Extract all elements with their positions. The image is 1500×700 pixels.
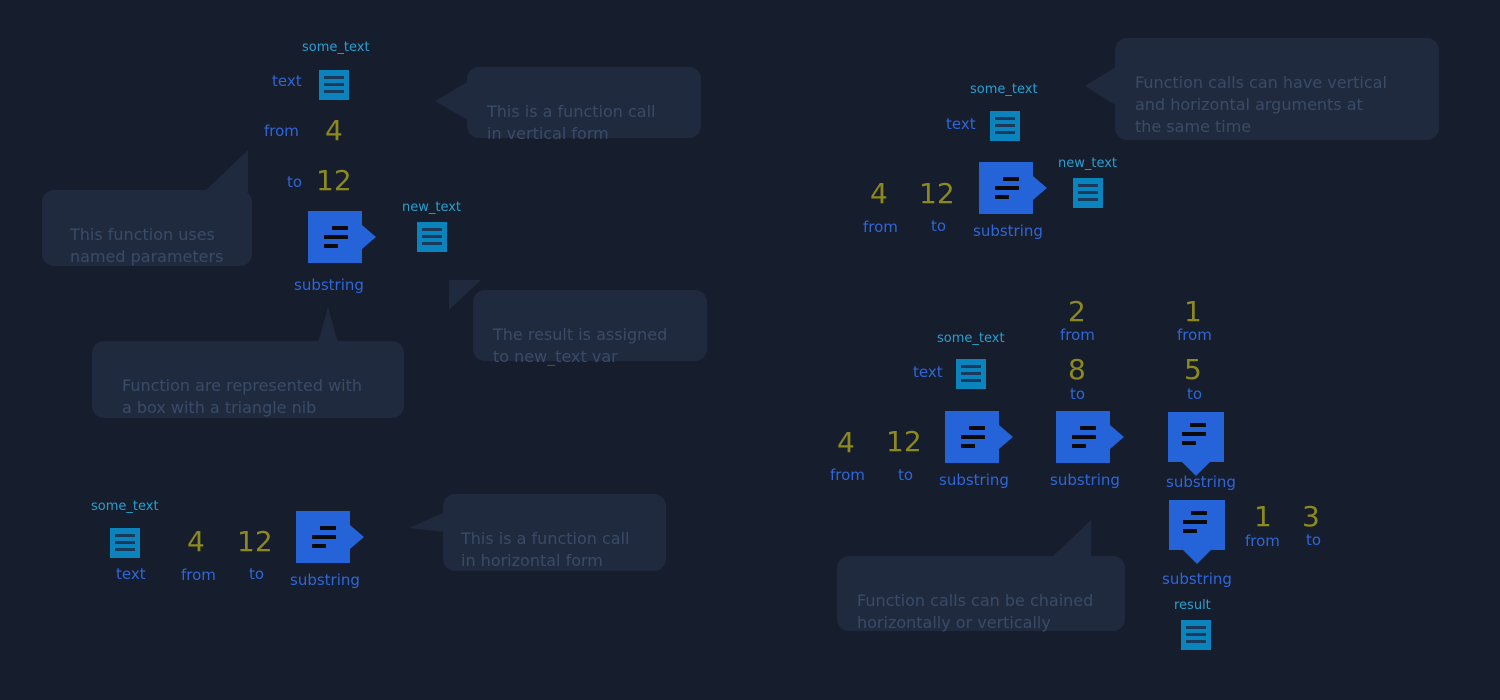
variable-label: some_text (91, 499, 159, 514)
param-label-text: text (272, 72, 302, 90)
variable-label: new_text (1058, 156, 1118, 171)
note-chained: Function calls can be chained horizontal… (837, 520, 1125, 632)
param-label-text: text (116, 565, 146, 583)
variable-label: some_text (302, 40, 370, 55)
variable-list-icon (1073, 178, 1103, 208)
param-label-from: from (181, 566, 216, 584)
number-value: 2 (1068, 295, 1086, 328)
param-label-to: to (1070, 385, 1086, 403)
function-box-nib-icon (1168, 412, 1224, 476)
note-mixed-args: Function calls can have vertical and hor… (1085, 38, 1439, 140)
function-label: substring (290, 571, 360, 589)
number-value: 1 (1184, 295, 1202, 328)
bubble-tail (435, 81, 469, 121)
number-value: 1 (1254, 500, 1272, 533)
function-box-nib-icon (1056, 411, 1124, 463)
function-label: substring (1050, 471, 1120, 489)
number-value: 12 (237, 525, 273, 558)
function-label: substring (294, 276, 364, 294)
variable-list-icon (417, 222, 447, 252)
note-text: Function are represented with a box with… (122, 376, 363, 417)
bubble-tail (318, 307, 338, 343)
param-label-to: to (898, 466, 914, 484)
param-label-from: from (1177, 326, 1212, 344)
note-result-assigned: The result is assigned to new_text var (449, 280, 707, 366)
function-label: substring (973, 222, 1043, 240)
param-label-to: to (1306, 531, 1322, 549)
number-value: 12 (886, 425, 922, 458)
param-label-to: to (287, 173, 303, 191)
note-text: This is a function call in horizontal fo… (461, 529, 630, 570)
function-box-nib-icon (296, 511, 364, 563)
param-label-from: from (830, 466, 865, 484)
function-box-nib-icon (308, 211, 376, 263)
function-box-nib-icon (945, 411, 1013, 463)
param-label-text: text (946, 115, 976, 133)
note-text: The result is assigned to new_text var (493, 325, 668, 366)
variable-label: some_text (937, 331, 1005, 346)
number-value: 4 (837, 426, 855, 459)
variable-list-icon (110, 528, 140, 558)
variable-list-icon (319, 70, 349, 100)
function-label: substring (1162, 570, 1232, 588)
variable-label: result (1174, 598, 1211, 613)
bubble-tail (409, 512, 445, 532)
number-value: 4 (325, 114, 343, 147)
note-text: This function uses named parameters (70, 225, 224, 266)
number-value: 12 (316, 164, 352, 197)
param-label-from: from (863, 218, 898, 236)
note-text: This is a function call in vertical form (487, 102, 656, 143)
function-label: substring (939, 471, 1009, 489)
function-box-nib-icon (1169, 500, 1225, 564)
param-label-from: from (1060, 326, 1095, 344)
number-value: 4 (187, 525, 205, 558)
param-label-to: to (249, 565, 265, 583)
bubble-tail (449, 280, 481, 310)
variable-label: new_text (402, 200, 462, 215)
function-label: substring (1166, 473, 1236, 491)
note-text: Function calls can have vertical and hor… (1135, 73, 1387, 136)
param-label-to: to (931, 217, 947, 235)
variable-list-icon (956, 359, 986, 389)
note-vertical-form: This is a function call in vertical form (435, 67, 701, 143)
function-box-nib-icon (979, 162, 1047, 214)
variable-label: some_text (970, 82, 1038, 97)
param-label-text: text (913, 363, 943, 381)
note-box-nib: Function are represented with a box with… (92, 307, 404, 418)
bubble-tail (1085, 66, 1117, 106)
number-value: 12 (919, 177, 955, 210)
bubble-tail (204, 150, 248, 192)
number-value: 8 (1068, 353, 1086, 386)
variable-list-icon (1181, 620, 1211, 650)
param-label-from: from (1245, 532, 1280, 550)
param-label-from: from (264, 122, 299, 140)
variable-list-icon (990, 111, 1020, 141)
number-value: 5 (1184, 353, 1202, 386)
note-text: Function calls can be chained horizontal… (857, 591, 1094, 632)
note-named-params: This function uses named parameters (42, 150, 252, 266)
bubble-tail (1051, 520, 1091, 558)
note-horizontal-form: This is a function call in horizontal fo… (409, 494, 666, 571)
number-value: 3 (1302, 500, 1320, 533)
number-value: 4 (870, 177, 888, 210)
param-label-to: to (1187, 385, 1203, 403)
